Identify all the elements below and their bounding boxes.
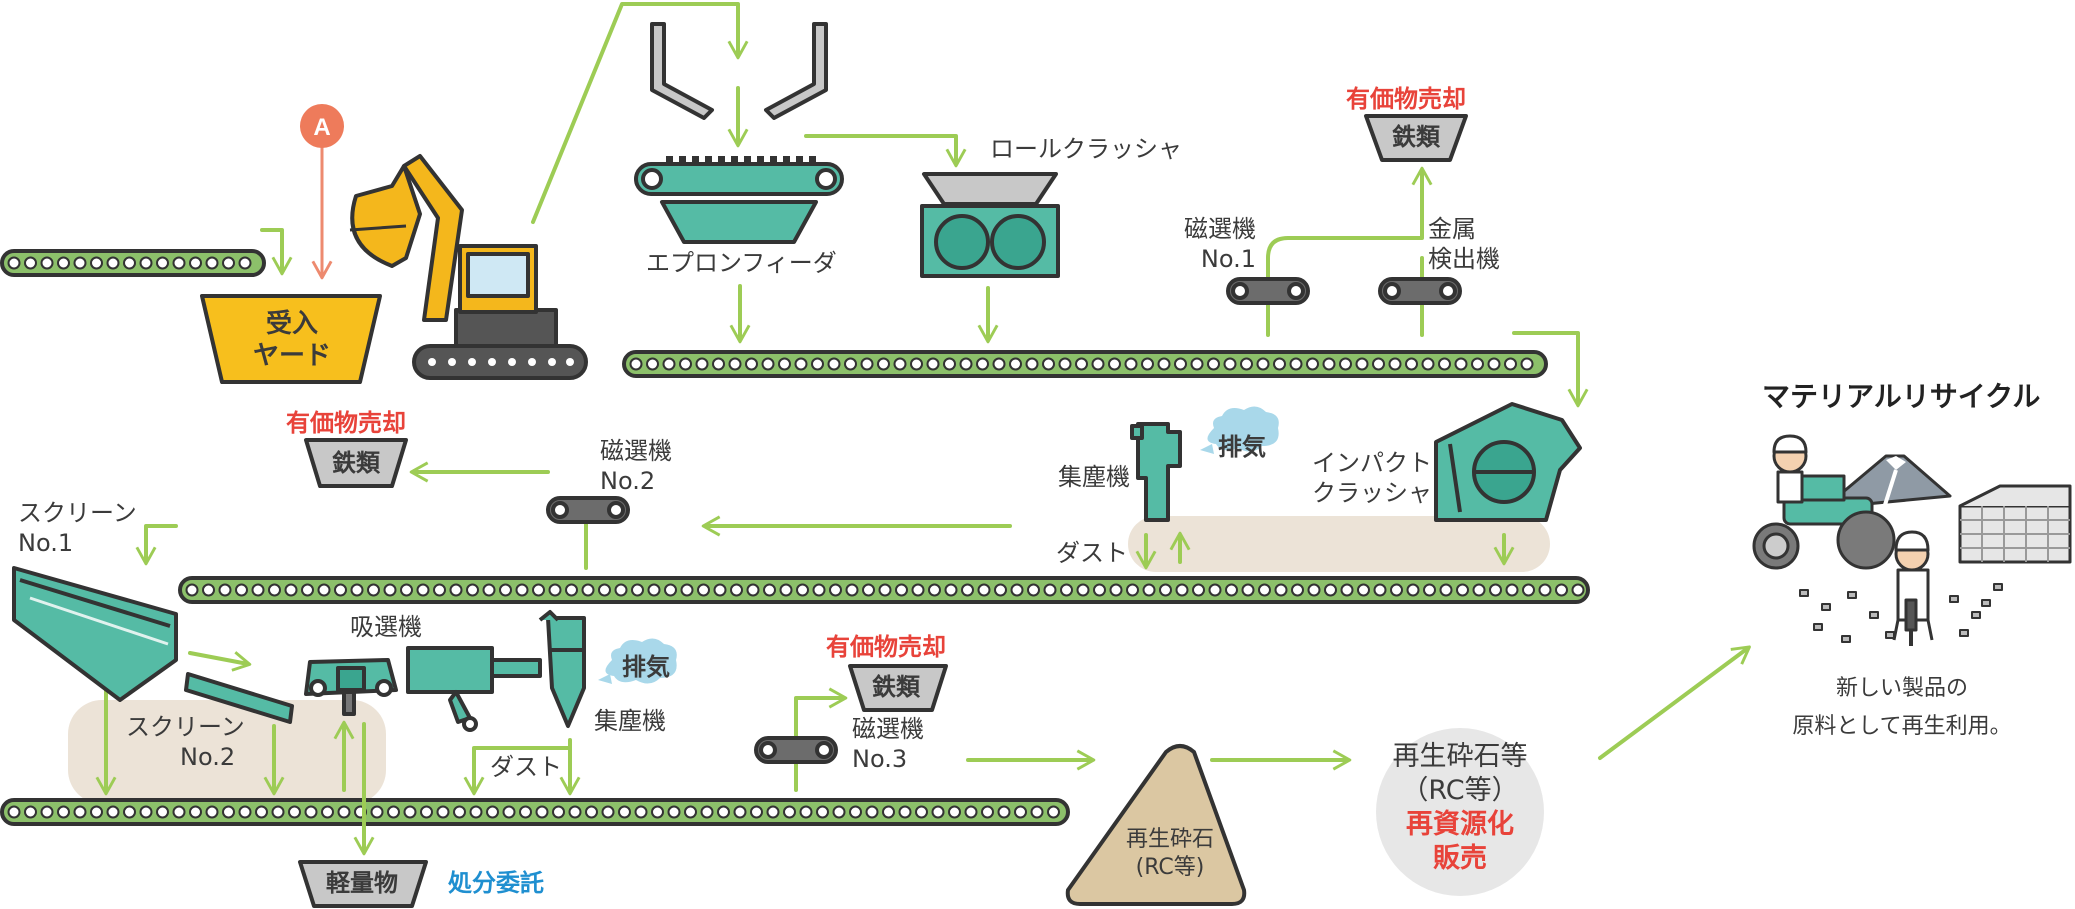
magnetic-separator-icon bbox=[1226, 277, 1310, 305]
dust-label-1: ダスト bbox=[1056, 539, 1128, 567]
excavator-icon bbox=[349, 154, 588, 380]
impact-crusher-icon bbox=[1434, 402, 1582, 522]
magnetic-separator-icon bbox=[754, 736, 838, 764]
conveyor-belt-2 bbox=[622, 350, 1548, 378]
recycled-stone-line1: 再生砕石 bbox=[1125, 827, 1214, 852]
magnetic-separator-2-label: 磁選機 No.2 bbox=[600, 436, 672, 496]
new-product-line2: 原料として再生利用。 bbox=[1792, 714, 2012, 739]
impact-crusher-line1: インパクト bbox=[1312, 449, 1432, 477]
mag-sep-1-line1: 磁選機 bbox=[1184, 215, 1256, 243]
receiving-yard bbox=[200, 294, 382, 384]
suction-separator-label: 吸選機 bbox=[350, 613, 422, 641]
circle-line2: （RC等） bbox=[1401, 775, 1519, 806]
dust-collector-1-label: 集塵機 bbox=[1058, 463, 1130, 491]
screen-2-line1: スクリーン bbox=[126, 713, 245, 741]
sand-area-left bbox=[68, 700, 386, 804]
screen-1-line2: No.1 bbox=[18, 529, 74, 557]
mag-sep-2-line1: 磁選機 bbox=[600, 437, 672, 465]
sale-label-1: 有価物売却 bbox=[1346, 85, 1466, 113]
suction-separator-icon bbox=[304, 646, 542, 732]
material-recycle-title: マテリアルリサイクル bbox=[1762, 380, 2041, 413]
new-product-label: 新しい製品の 原料として再生利用。 bbox=[1770, 670, 2034, 746]
yard-label: 受入 ヤード bbox=[232, 308, 352, 372]
dust-collector-2-label: 集塵機 bbox=[594, 707, 666, 735]
conveyor-belt-3 bbox=[178, 576, 1590, 604]
marker-a-label: A bbox=[313, 114, 330, 141]
conveyor-belt-1 bbox=[0, 249, 266, 277]
iron-bin-icon bbox=[848, 664, 948, 712]
exhaust-label-1: 排気 bbox=[1218, 433, 1266, 461]
screen-1-label: スクリーン No.1 bbox=[18, 498, 137, 558]
iron-bin-icon bbox=[304, 438, 408, 488]
stone-pile-icon bbox=[1065, 744, 1247, 906]
magnetic-separator-icon bbox=[546, 496, 630, 524]
exhaust-cloud-icon bbox=[1200, 406, 1279, 454]
yard-label-line2: ヤード bbox=[252, 341, 331, 371]
mag-sep-3-line2: No.3 bbox=[852, 745, 908, 773]
flow-arrows bbox=[95, 2, 1751, 856]
recycled-stone-line2: (RC等) bbox=[1135, 855, 1205, 880]
mag-sep-2-line2: No.2 bbox=[600, 467, 656, 495]
yard-label-line1: 受入 bbox=[265, 309, 318, 339]
screen-1-line1: スクリーン bbox=[18, 499, 137, 527]
product-circle-label: 再生砕石等 （RC等） 再資源化 販売 bbox=[1376, 740, 1544, 876]
apron-feeder-icon bbox=[634, 156, 844, 244]
metal-detector-line2: 検出機 bbox=[1428, 245, 1500, 273]
magnetic-separator-3-label: 磁選機 No.3 bbox=[852, 714, 924, 774]
apron-feeder-label: エプロンフィーダ bbox=[646, 249, 837, 277]
dust-label-2: ダスト bbox=[490, 753, 562, 781]
iron-bin-icon bbox=[1364, 114, 1468, 162]
conveyor-belt-4 bbox=[0, 798, 1070, 826]
iron-bin-label-3: 鉄類 bbox=[872, 673, 920, 701]
new-product-line1: 新しい製品の bbox=[1835, 676, 1968, 701]
iron-bin-label-2: 鉄類 bbox=[332, 449, 380, 477]
roll-crusher-icon bbox=[920, 172, 1060, 278]
metal-detector-line1: 金属 bbox=[1428, 215, 1476, 243]
sale-label-2: 有価物売却 bbox=[286, 409, 406, 437]
screen-2-line2: No.2 bbox=[180, 743, 236, 771]
impact-crusher-label: インパクト クラッシャ bbox=[1312, 448, 1432, 508]
light-matter-bin-icon bbox=[298, 860, 428, 908]
disposal-label: 処分委託 bbox=[448, 869, 544, 897]
iron-bin-label-1: 鉄類 bbox=[1392, 123, 1440, 151]
mag-sep-3-line1: 磁選機 bbox=[852, 715, 924, 743]
screen-icon bbox=[184, 672, 294, 724]
mag-sep-1-line2: No.1 bbox=[1200, 245, 1256, 273]
circle-line4: 販売 bbox=[1433, 843, 1487, 874]
hopper-icon bbox=[650, 22, 828, 120]
sale-label-3: 有価物売却 bbox=[826, 633, 946, 661]
metal-detector-label: 金属 検出機 bbox=[1428, 214, 1500, 274]
roll-crusher-label: ロールクラッシャ bbox=[990, 135, 1182, 163]
impact-crusher-line2: クラッシャ bbox=[1312, 479, 1432, 507]
dust-collector-icon bbox=[1130, 422, 1182, 522]
circle-line1: 再生砕石等 bbox=[1392, 741, 1528, 772]
sand-area-right bbox=[1128, 516, 1550, 572]
screen-2-label: スクリーン No.2 bbox=[126, 712, 245, 772]
road-worker-illustration bbox=[1752, 434, 2072, 646]
circle-line3: 再資源化 bbox=[1406, 809, 1514, 840]
exhaust-cloud-icon bbox=[598, 638, 677, 684]
metal-detector-icon bbox=[1378, 277, 1462, 305]
screen-icon bbox=[12, 566, 178, 702]
magnetic-separator-1-label: 磁選機 No.1 bbox=[1170, 214, 1256, 274]
recycled-stone-label: 再生砕石 (RC等) bbox=[1092, 826, 1248, 882]
exhaust-label-2: 排気 bbox=[622, 653, 670, 681]
product-circle bbox=[1376, 728, 1544, 896]
dust-collector-icon bbox=[538, 610, 586, 728]
marker-a: A bbox=[300, 104, 344, 280]
light-matter-label: 軽量物 bbox=[326, 869, 398, 897]
